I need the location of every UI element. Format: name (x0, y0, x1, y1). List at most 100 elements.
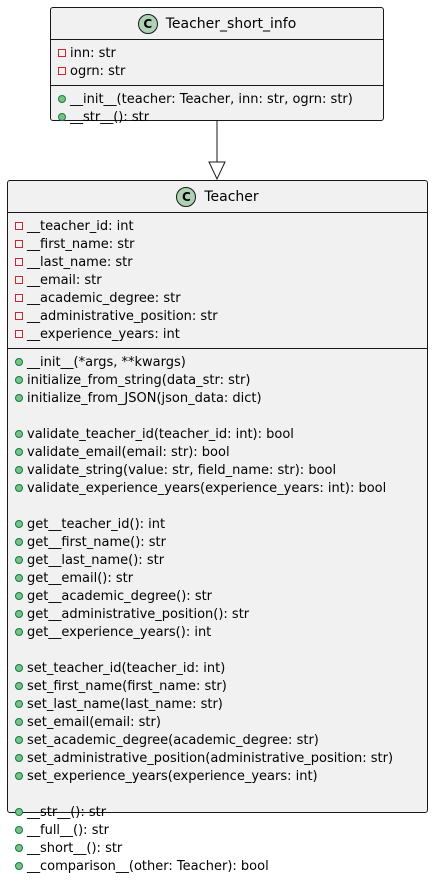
method-row: set_teacher_id(teacher_id: int) (8, 659, 427, 677)
class-stereotype-icon: C (176, 186, 197, 207)
method-row: validate_experience_years(experience_yea… (8, 479, 427, 497)
method-text: __init__(*args, **kwargs) (27, 354, 186, 370)
method-row: initialize_from_string(data_str: str) (8, 371, 427, 389)
private-visibility-icon (15, 222, 23, 230)
methods-section: __init__(*args, **kwargs) initialize_from… (8, 349, 427, 880)
public-visibility-icon (15, 556, 23, 564)
attribute-text: __email: str (27, 272, 102, 288)
public-visibility-icon (15, 736, 23, 744)
attribute-text: __experience_years: int (27, 326, 180, 342)
method-row: set_administrative_position(administrati… (8, 749, 427, 767)
attribute-row: __last_name: str (8, 253, 427, 271)
method-text: __comparison__(other: Teacher): bool (27, 858, 269, 874)
public-visibility-icon (15, 772, 23, 780)
method-row: get__administrative_position(): str (8, 605, 427, 623)
public-visibility-icon (15, 808, 23, 816)
member-spacer (8, 497, 427, 515)
class-name: Teacher (204, 188, 259, 205)
private-visibility-icon (15, 330, 23, 338)
method-row: set_academic_degree(academic_degree: str… (8, 731, 427, 749)
class-header: C Teacher (8, 181, 427, 213)
private-visibility-icon (15, 258, 23, 266)
public-visibility-icon (15, 376, 23, 384)
private-visibility-icon (58, 49, 66, 57)
attribute-row: __administrative_position: str (8, 307, 427, 325)
attribute-text: __academic_degree: str (27, 290, 181, 306)
method-text: set_first_name(first_name: str) (27, 678, 227, 694)
attribute-row: __teacher_id: int (8, 217, 427, 235)
member-spacer (8, 407, 427, 425)
method-row: initialize_from_JSON(json_data: dict) (8, 389, 427, 407)
public-visibility-icon (15, 826, 23, 834)
attribute-row: __academic_degree: str (8, 289, 427, 307)
public-visibility-icon (15, 682, 23, 690)
method-text: initialize_from_string(data_str: str) (27, 372, 251, 388)
attribute-row: __first_name: str (8, 235, 427, 253)
public-visibility-icon (15, 466, 23, 474)
method-text: set_administrative_position(administrati… (27, 750, 394, 766)
class-header: C Teacher_short_info (51, 8, 383, 40)
method-row: __str__(): str (8, 803, 427, 821)
public-visibility-icon (15, 610, 23, 618)
private-visibility-icon (15, 276, 23, 284)
private-visibility-icon (15, 294, 23, 302)
public-visibility-icon (15, 844, 23, 852)
method-text: get__teacher_id(): int (27, 516, 166, 532)
private-visibility-icon (58, 67, 66, 75)
method-row: __init__(teacher: Teacher, inn: str, ogr… (51, 90, 383, 108)
member-spacer (8, 641, 427, 659)
public-visibility-icon (15, 700, 23, 708)
attribute-text: ogrn: str (70, 63, 126, 79)
public-visibility-icon (15, 628, 23, 636)
method-text: get__experience_years(): int (27, 624, 212, 640)
method-text: set_academic_degree(academic_degree: str… (27, 732, 319, 748)
public-visibility-icon (15, 718, 23, 726)
public-visibility-icon (15, 430, 23, 438)
method-row: set_first_name(first_name: str) (8, 677, 427, 695)
method-row: get__experience_years(): int (8, 623, 427, 641)
public-visibility-icon (15, 394, 23, 402)
method-row: __str__(): str (51, 108, 383, 126)
class-teacher[interactable]: C Teacher __teacher_id: int__first_name:… (7, 180, 428, 874)
method-row: set_experience_years(experience_years: i… (8, 767, 427, 785)
method-text: __init__(teacher: Teacher, inn: str, ogr… (70, 91, 353, 107)
attribute-row: inn: str (51, 44, 383, 62)
public-visibility-icon (15, 520, 23, 528)
method-text: __short__(): str (27, 840, 123, 856)
method-row: __comparison__(other: Teacher): bool (8, 857, 427, 875)
methods-section: __init__(teacher: Teacher, inn: str, ogr… (51, 86, 383, 131)
method-text: validate_email(email: str): bool (27, 444, 230, 460)
public-visibility-icon (15, 862, 23, 870)
public-visibility-icon (58, 95, 66, 103)
attribute-row: ogrn: str (51, 62, 383, 80)
method-row: get__email(): str (8, 569, 427, 587)
method-text: get__email(): str (27, 570, 134, 586)
attribute-row: __email: str (8, 271, 427, 289)
method-row: __full__(): str (8, 821, 427, 839)
method-text: validate_teacher_id(teacher_id: int): bo… (27, 426, 294, 442)
method-row: validate_email(email: str): bool (8, 443, 427, 461)
method-text: validate_string(value: str, field_name: … (27, 462, 337, 478)
public-visibility-icon (15, 574, 23, 582)
method-row: get__academic_degree(): str (8, 587, 427, 605)
method-row: get__teacher_id(): int (8, 515, 427, 533)
public-visibility-icon (58, 113, 66, 121)
public-visibility-icon (15, 754, 23, 762)
attribute-text: __administrative_position: str (27, 308, 218, 324)
method-text: get__academic_degree(): str (27, 588, 213, 604)
method-row: __init__(*args, **kwargs) (8, 353, 427, 371)
method-text: __str__(): str (27, 804, 107, 820)
method-text: set_teacher_id(teacher_id: int) (27, 660, 226, 676)
method-text: __full__(): str (27, 822, 109, 838)
member-spacer (8, 785, 427, 803)
method-text: get__last_name(): str (27, 552, 165, 568)
method-row: validate_string(value: str, field_name: … (8, 461, 427, 479)
method-text: get__administrative_position(): str (27, 606, 250, 622)
method-row: get__last_name(): str (8, 551, 427, 569)
method-row: get__first_name(): str (8, 533, 427, 551)
class-stereotype-icon: C (137, 13, 158, 34)
attribute-text: __last_name: str (27, 254, 133, 270)
method-row: set_email(email: str) (8, 713, 427, 731)
